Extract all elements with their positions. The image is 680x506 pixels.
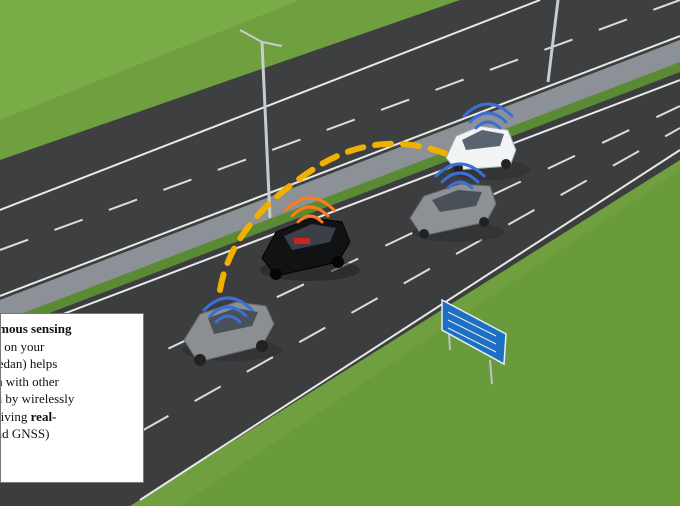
grass-bottom <box>180 170 680 506</box>
caption-line: Autonomous sensing <box>1 321 72 336</box>
edge-line <box>0 0 541 211</box>
lane-dash <box>89 127 680 461</box>
black-car <box>260 217 360 281</box>
lamp-post <box>546 0 560 83</box>
caption-line: real- <box>30 408 57 424</box>
caption-line: (IMU and GNSS) <box>1 426 50 441</box>
edge-line <box>0 79 680 339</box>
road-sign-icon <box>441 298 507 385</box>
caption-line: near you by wirelessly <box>1 391 75 406</box>
edge-line <box>0 35 680 297</box>
caption-text: Autonomous sensing installed on your (bl… <box>0 320 141 460</box>
trajectory-arc <box>217 140 463 293</box>
caption-line: (black sedan) helps <box>1 356 58 371</box>
median <box>0 40 680 322</box>
caption-line: installed on your <box>1 338 45 354</box>
caption-line: and receiving <box>0 408 28 424</box>
silver-car-left <box>182 301 282 366</box>
caption-line: with other <box>2 373 59 389</box>
lamp-post <box>239 29 283 219</box>
caption-box: Autonomous sensing installed on your (bl… <box>0 313 144 483</box>
wifi-signal-icon <box>434 162 486 190</box>
caption-line: collision <box>1 374 3 389</box>
median-grass <box>0 62 680 332</box>
wifi-signal-icon <box>284 196 336 224</box>
road-upper <box>0 0 680 300</box>
edge-line <box>139 149 680 501</box>
wifi-signal-icon <box>202 296 254 324</box>
road-lower <box>0 72 680 506</box>
grass-top-light <box>0 0 300 120</box>
lane-dash <box>0 0 680 251</box>
silver-car-right <box>409 183 504 242</box>
wifi-signal-icon <box>462 102 514 130</box>
